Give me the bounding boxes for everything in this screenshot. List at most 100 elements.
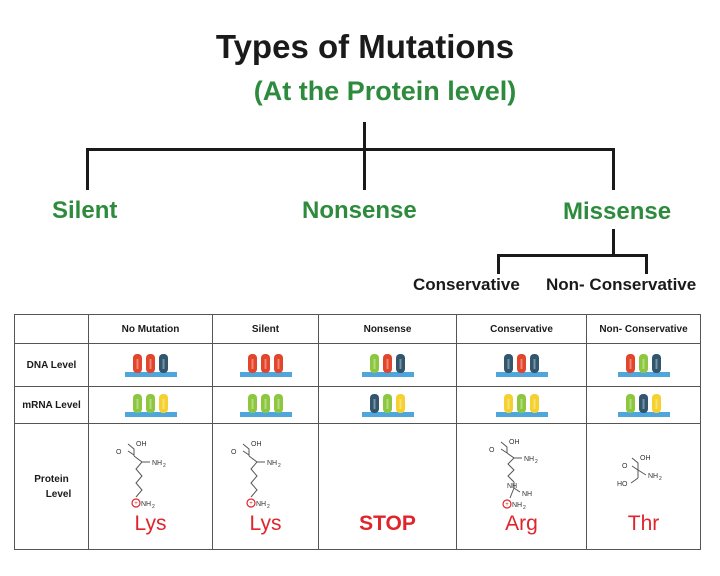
nh-label: NH — [256, 501, 266, 508]
protein-cell: OH O NH 2 + NH 2 Lys — [212, 423, 319, 550]
nucleotide-highlight — [162, 359, 164, 369]
nucleotide-block — [247, 394, 257, 413]
missense-horizontal — [497, 254, 648, 257]
backbone-bar — [124, 372, 177, 377]
nucleotide-block — [529, 354, 539, 373]
nucleotide-highlight — [264, 359, 266, 369]
subscript-label: 2 — [659, 476, 662, 482]
branch-nonsense: Nonsense — [302, 197, 417, 224]
nucleotide-highlight — [520, 359, 522, 369]
tree-horizontal — [86, 148, 615, 151]
oh-label: OH — [509, 439, 520, 446]
nucleotide-block — [369, 354, 379, 373]
nucleotide-highlight — [642, 359, 644, 369]
mutation-table: No Mutation Silent Nonsense Conservative… — [14, 314, 701, 550]
column-header: Silent — [212, 314, 319, 344]
nucleotide-block — [516, 394, 526, 413]
nucleotide-block — [503, 394, 513, 413]
amino-acid-label: Lys — [249, 511, 282, 535]
o-label: O — [231, 449, 237, 456]
backbone-bar — [495, 372, 548, 377]
nucleotide-highlight — [533, 359, 535, 369]
protein-cell: OH O NH 2 NH NH + NH 2 Arg — [456, 423, 587, 550]
mrna-strand-icon — [495, 394, 548, 417]
tree-drop-nonsense — [363, 148, 366, 190]
mrna-strand-icon — [361, 394, 414, 417]
missense-drop-conservative — [497, 254, 500, 274]
branch-missense: Missense — [563, 198, 672, 225]
nucleotide-block — [145, 354, 155, 373]
backbone-bar — [617, 372, 670, 377]
nucleotide-highlight — [251, 359, 253, 369]
nucleotide-highlight — [277, 359, 279, 369]
amino-acid-label: Arg — [505, 511, 538, 535]
nucleotide-block — [158, 394, 168, 413]
row-label-protein: Protein Level — [14, 423, 89, 550]
nucleotide-highlight — [642, 399, 644, 409]
nucleotide-block — [273, 394, 283, 413]
nucleotide-block — [625, 354, 635, 373]
dna-strand-icon — [361, 354, 414, 377]
nh2-label: NH — [524, 456, 534, 463]
nucleotide-block — [638, 354, 648, 373]
o-label: O — [489, 447, 495, 454]
mrna-strand-icon — [239, 394, 292, 417]
nh2-label: NH — [267, 460, 277, 467]
nucleotide-block — [158, 354, 168, 373]
row-label-dna: DNA Level — [14, 343, 89, 387]
nh-label: NH — [522, 491, 532, 498]
column-header: No Mutation — [88, 314, 213, 344]
nucleotide-highlight — [399, 359, 401, 369]
column-header: Non- Conservative — [586, 314, 701, 344]
nucleotide-highlight — [507, 359, 509, 369]
ho-label: HO — [617, 481, 628, 488]
svg-text:+: + — [505, 502, 509, 508]
branch-silent: Silent — [52, 197, 118, 224]
dna-cell — [456, 343, 587, 387]
oh-label: OH — [640, 455, 651, 462]
nucleotide-block — [651, 354, 661, 373]
stop-label: STOP — [359, 511, 416, 535]
mrna-strand-icon — [617, 394, 670, 417]
diagram-subtitle: (At the Protein level) — [253, 76, 517, 106]
nucleotide-block — [145, 394, 155, 413]
nucleotide-highlight — [629, 399, 631, 409]
nucleotide-highlight — [277, 399, 279, 409]
nucleotide-highlight — [373, 359, 375, 369]
mrna-cell — [212, 386, 319, 424]
dna-strand-icon — [124, 354, 177, 377]
nucleotide-highlight — [136, 359, 138, 369]
diagram-title: Types of Mutations — [215, 28, 515, 65]
nucleotide-block — [395, 354, 405, 373]
protein-cell: STOP — [318, 423, 457, 550]
nh-label: NH — [141, 501, 151, 508]
nucleotide-block — [260, 394, 270, 413]
amino-acid-label: Lys — [134, 511, 167, 535]
nucleotide-highlight — [136, 399, 138, 409]
subscript-label: 2 — [535, 459, 538, 465]
lysine-structure-icon: OH O NH 2 + NH 2 — [231, 441, 281, 510]
arginine-structure-icon: OH O NH 2 NH NH + NH 2 — [489, 439, 538, 511]
nucleotide-block — [132, 394, 142, 413]
nucleotide-block — [638, 394, 648, 413]
nh2-label: NH — [152, 460, 162, 467]
dna-strand-icon — [617, 354, 670, 377]
subscript-label: 2 — [152, 504, 155, 510]
backbone-bar — [361, 372, 414, 377]
corner-cell — [14, 314, 89, 344]
nucleotide-highlight — [655, 359, 657, 369]
mrna-cell — [318, 386, 457, 424]
mrna-cell — [456, 386, 587, 424]
nh-label: NH — [512, 502, 522, 509]
nh2-label: NH — [648, 473, 658, 480]
table-header-row: No Mutation Silent Nonsense Conservative… — [14, 314, 701, 344]
nucleotide-highlight — [386, 359, 388, 369]
missense-drop-nonconservative — [645, 254, 648, 274]
protein-cell: OH O NH 2 + NH 2 Lys — [88, 423, 213, 550]
tree-drop-missense — [612, 148, 615, 190]
nucleotide-block — [247, 354, 257, 373]
subscript-label: 2 — [267, 504, 270, 510]
nucleotide-block — [625, 394, 635, 413]
subscript-label: 2 — [278, 463, 281, 469]
nh-label: NH — [507, 483, 517, 490]
